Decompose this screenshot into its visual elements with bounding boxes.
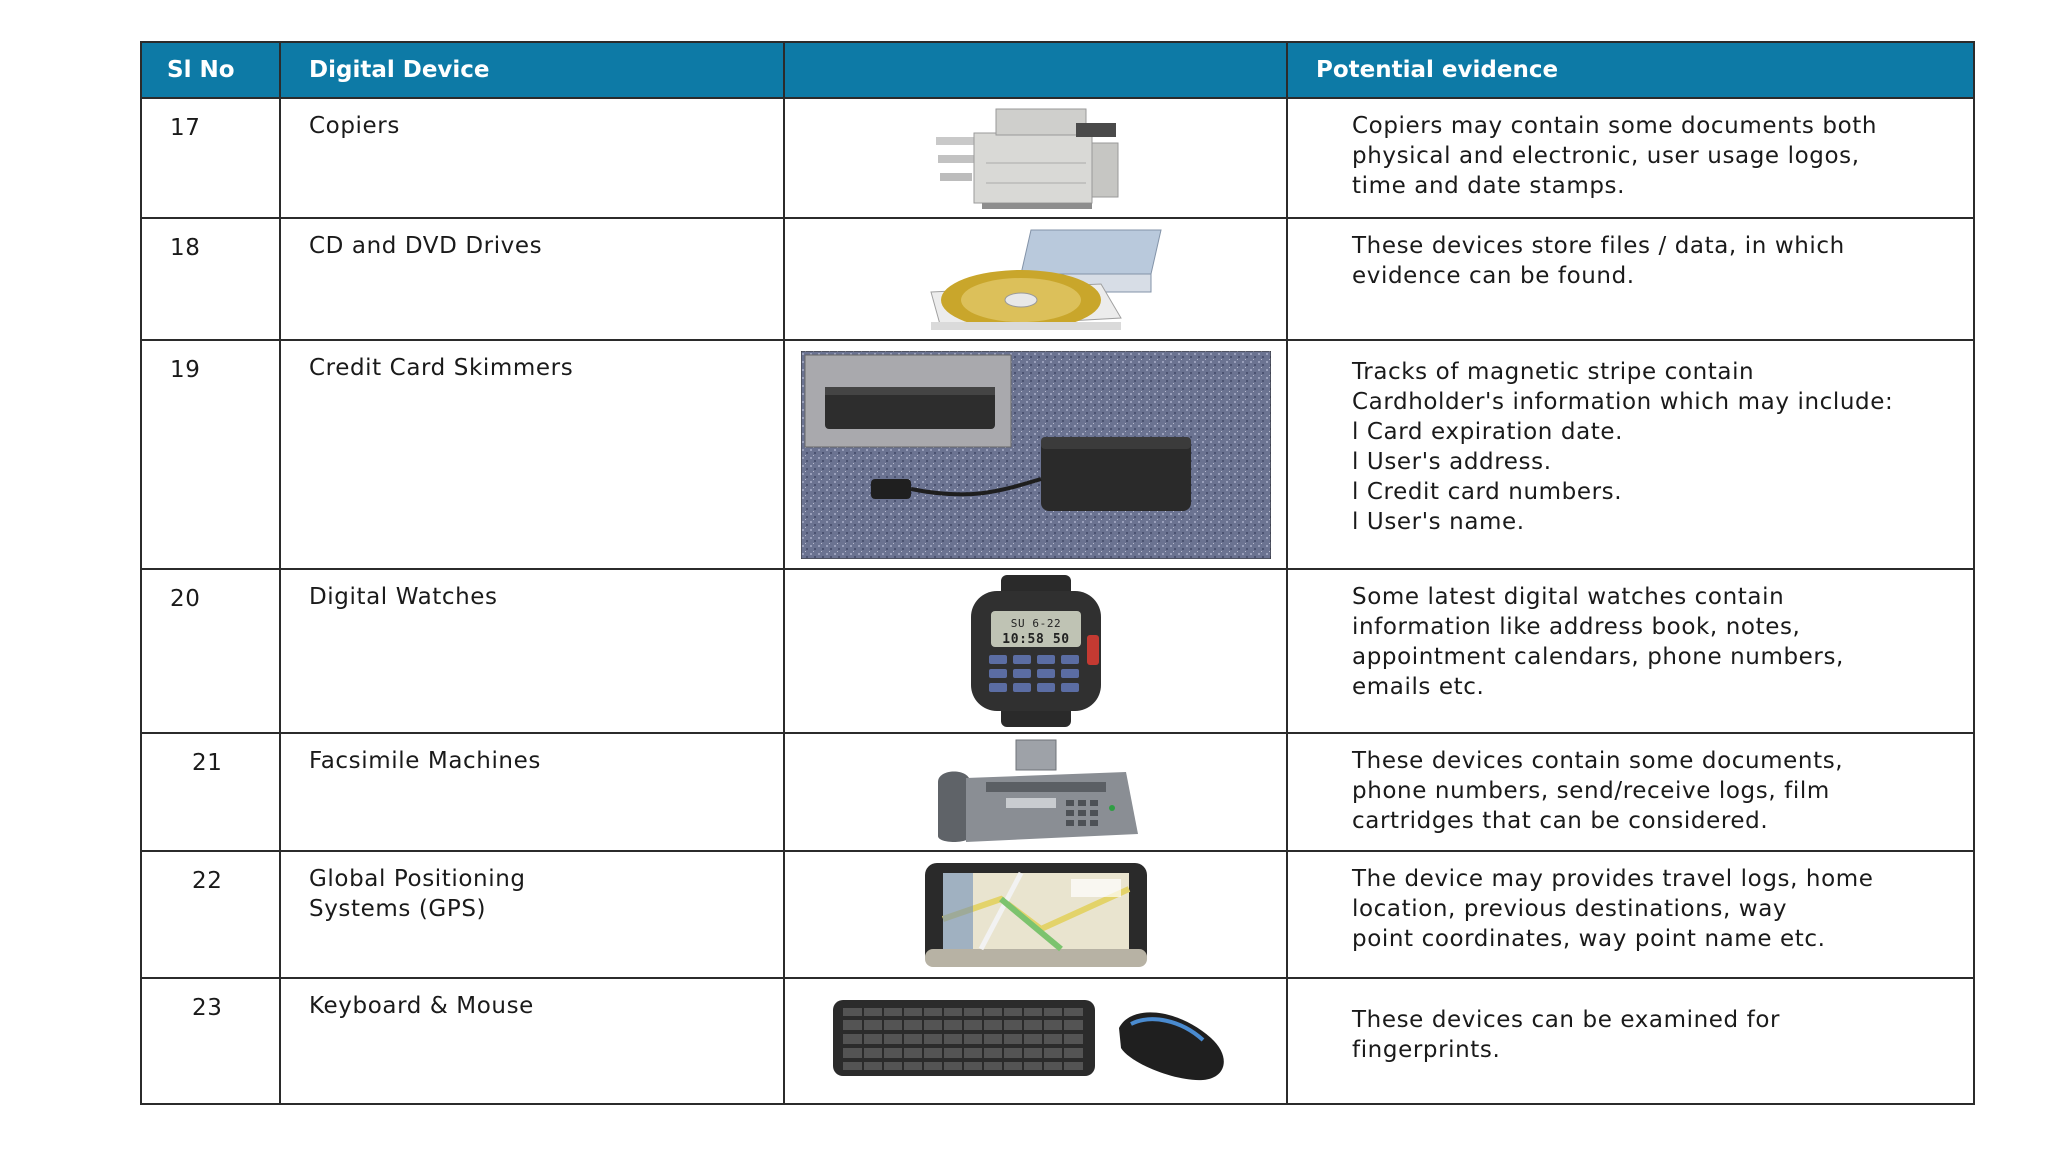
header-sl-no: Sl No (140, 41, 281, 99)
device-name-line: Keyboard & Mouse (309, 992, 534, 1019)
device-name: Keyboard & Mouse (279, 976, 785, 1106)
table-row: 17 Copiers Copiers ma (140, 96, 1975, 220)
evidence-line: Copiers may contain some documents both (1352, 113, 1878, 139)
evidence-line: point coordinates, way point name etc. (1352, 926, 1826, 953)
table-header-row: Sl No Digital Device Potential evidence (140, 41, 1975, 99)
device-image-cell (783, 96, 1288, 220)
device-image-cell (783, 339, 1288, 570)
evidence-line: information like address book, notes, (1352, 613, 1801, 640)
evidence-text: The device may provides travel logs, hom… (1286, 850, 1975, 979)
table-row: 20 Digital Watches SU 6-22 10:58 50 (140, 567, 1975, 735)
row-number: 17 (140, 96, 281, 220)
device-name-line: CD and DVD Drives (309, 233, 543, 260)
device-name: Facsimile Machines (279, 732, 785, 853)
device-name-line: Credit Card Skimmers (309, 355, 574, 382)
table-row: 18 CD and DVD Drives These devices store… (140, 217, 1975, 342)
evidence-line: The device may provides travel logs, hom… (1352, 866, 1874, 893)
device-name-line: Global Positioning (309, 866, 526, 893)
device-name-line: Digital Watches (309, 583, 498, 610)
device-image-cell (783, 217, 1288, 342)
device-name-line: Copiers (309, 113, 400, 139)
row-number: 21 (140, 732, 281, 853)
table-row: 23 Keyboard & Mouse (140, 976, 1975, 1106)
evidence-line: These devices can be examined for (1352, 1006, 1781, 1033)
evidence-text: These devices store files / data, in whi… (1286, 217, 1975, 342)
evidence-line: appointment calendars, phone numbers, (1352, 643, 1844, 670)
evidence-line: fingerprints. (1352, 1036, 1501, 1063)
evidence-line: l User's address. (1352, 449, 1552, 476)
evidence-text: These devices can be examined for finger… (1286, 976, 1975, 1106)
cd-dvd-drive-icon (929, 229, 1162, 331)
row-number: 20 (140, 567, 281, 735)
gps-device-icon (924, 862, 1147, 967)
device-name: Copiers (279, 96, 785, 220)
evidence-line: time and date stamps. (1352, 173, 1626, 199)
device-image-cell: SU 6-22 10:58 50 (783, 567, 1288, 735)
evidence-line: evidence can be found. (1352, 263, 1635, 290)
evidence-line: phone numbers, send/receive logs, film (1352, 778, 1830, 805)
evidence-table: Sl No Digital Device Potential evidence … (140, 41, 1975, 1106)
evidence-line: emails etc. (1352, 673, 1485, 700)
device-name-line: Facsimile Machines (309, 748, 541, 775)
header-potential-evidence: Potential evidence (1286, 41, 1975, 99)
evidence-line: These devices store files / data, in whi… (1352, 233, 1845, 260)
fax-machine-icon (937, 739, 1138, 843)
header-image (783, 41, 1288, 99)
row-number: 22 (140, 850, 281, 979)
device-name-line: Systems (GPS) (309, 896, 487, 923)
evidence-line: Some latest digital watches contain (1352, 583, 1785, 610)
device-name: Global Positioning Systems (GPS) (279, 850, 785, 979)
evidence-text: Some latest digital watches contain info… (1286, 567, 1975, 735)
watch-display-line2: 10:58 50 (1002, 632, 1069, 647)
evidence-text: These devices contain some documents, ph… (1286, 732, 1975, 853)
device-name: Credit Card Skimmers (279, 339, 785, 570)
table-row: 22 Global Positioning Systems (GPS) (140, 850, 1975, 979)
evidence-text: Tracks of magnetic stripe contain Cardho… (1286, 339, 1975, 570)
keyboard-mouse-icon (832, 999, 1224, 1081)
table-row: 21 Facsimile Machines (140, 732, 1975, 853)
evidence-line: These devices contain some documents, (1352, 748, 1844, 775)
watch-display-line1: SU 6-22 (1010, 617, 1061, 630)
evidence-line: cartridges that can be considered. (1352, 808, 1769, 835)
row-number: 19 (140, 339, 281, 570)
evidence-line: Tracks of magnetic stripe contain (1352, 359, 1755, 386)
evidence-line: l Card expiration date. (1352, 419, 1624, 446)
device-name: Digital Watches (279, 567, 785, 735)
evidence-line: l User's name. (1352, 509, 1525, 536)
copier-icon (935, 108, 1118, 210)
device-name: CD and DVD Drives (279, 217, 785, 342)
row-number: 18 (140, 217, 281, 342)
row-number: 23 (140, 976, 281, 1106)
header-digital-device: Digital Device (279, 41, 785, 99)
evidence-line: Cardholder's information which may inclu… (1352, 389, 1894, 416)
evidence-line: location, previous destinations, way (1352, 896, 1788, 923)
device-image-cell (783, 850, 1288, 979)
device-image-cell (783, 976, 1288, 1106)
card-skimmer-icon (800, 350, 1271, 559)
evidence-text: Copiers may contain some documents both … (1286, 96, 1975, 220)
table-row: 19 Credit Card Skimmers (140, 339, 1975, 570)
evidence-line: physical and electronic, user usage logo… (1352, 143, 1860, 169)
device-image-cell (783, 732, 1288, 853)
evidence-line: l Credit card numbers. (1352, 479, 1623, 506)
digital-watch-icon: SU 6-22 10:58 50 (970, 575, 1101, 728)
